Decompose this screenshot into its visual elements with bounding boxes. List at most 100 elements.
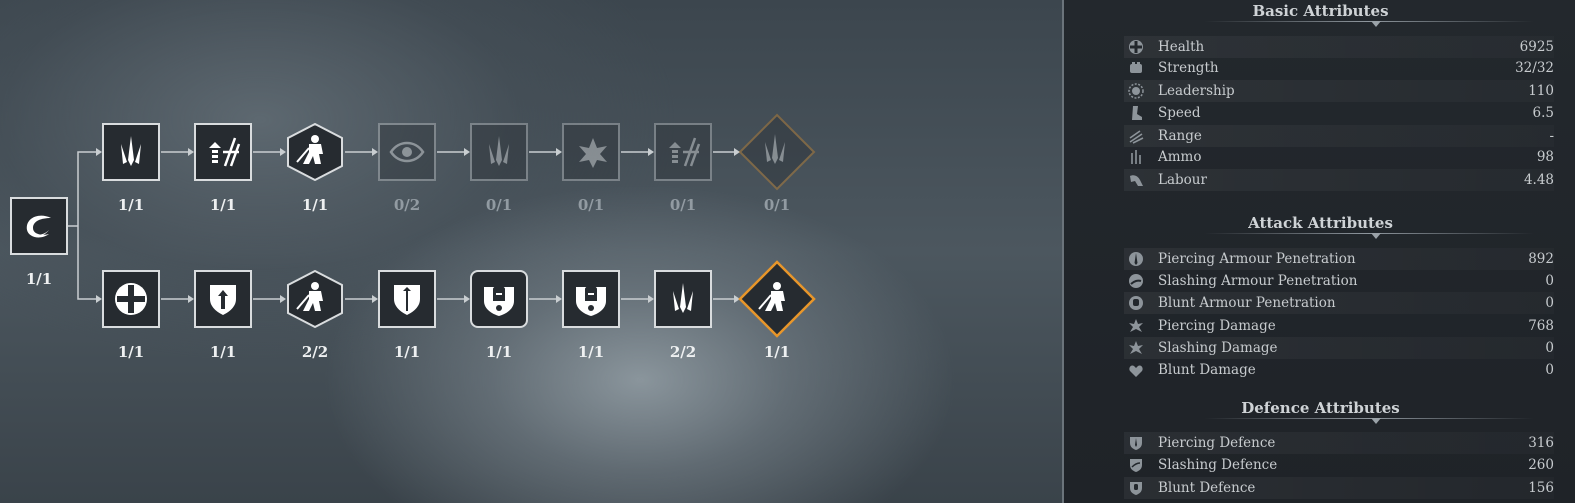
- skill-node-bottom-5[interactable]: [470, 270, 528, 328]
- tree-connectors: [68, 148, 740, 303]
- skill-node-bottom-6[interactable]: [562, 270, 620, 328]
- attr-value: 6.5: [1532, 105, 1554, 121]
- attr-label: Blunt Armour Penetration: [1158, 295, 1336, 311]
- health-cross-icon: [1129, 40, 1143, 54]
- basic-attributes-header: Basic Attributes: [1064, 2, 1575, 27]
- skill-node-top-3[interactable]: [286, 123, 344, 181]
- skill-node-bottom-7[interactable]: [654, 270, 712, 328]
- attr-label: Slashing Damage: [1158, 340, 1278, 356]
- skill-rank-top-6: 0/1: [577, 196, 605, 214]
- skill-rank-bottom-5: 1/1: [485, 343, 513, 361]
- skill-node-bottom-2[interactable]: [194, 270, 252, 328]
- skill-node-bottom-8[interactable]: [738, 260, 816, 338]
- attr-label: Blunt Defence: [1158, 480, 1256, 496]
- triple-spike-icon: [673, 283, 693, 313]
- skill-node-top-6[interactable]: [562, 123, 620, 181]
- attr-label: Strength: [1158, 60, 1219, 76]
- attr-value: 32/32: [1515, 60, 1554, 76]
- attr-label: Ammo: [1158, 149, 1202, 165]
- attr-value: 0: [1545, 340, 1554, 356]
- defence-attributes-header: Defence Attributes: [1064, 399, 1575, 424]
- skill-node-bottom-1[interactable]: [102, 270, 160, 328]
- attr-label: Health: [1158, 39, 1205, 55]
- skill-rank-bottom-4: 1/1: [393, 343, 421, 361]
- helmet-shield-icon: [576, 286, 606, 316]
- attr-row-piercing-defence: Piercing Defence 316: [1124, 432, 1554, 454]
- attr-value: 110: [1528, 83, 1554, 99]
- piercing-pen-icon: [1129, 252, 1143, 266]
- section-title: Basic Attributes: [1252, 2, 1389, 20]
- skill-rank-bottom-3: 2/2: [301, 343, 329, 361]
- piercing-defence-icon: [1130, 437, 1142, 450]
- knight-lunge-icon: [296, 135, 323, 164]
- strength-fist-icon: [1130, 62, 1142, 73]
- speed-boot-icon: [1132, 106, 1142, 120]
- attr-label: Piercing Damage: [1158, 318, 1276, 334]
- section-title: Defence Attributes: [1241, 399, 1400, 417]
- attr-label: Speed: [1158, 105, 1201, 121]
- skill-rank-bottom-1: 1/1: [117, 343, 145, 361]
- root-skill-rank: 1/1: [25, 270, 53, 288]
- skill-node-top-4[interactable]: [378, 123, 436, 181]
- attr-value: 0: [1545, 273, 1554, 289]
- range-arrows-icon: [1129, 130, 1144, 144]
- attr-row-leadership: Leadership 110: [1124, 80, 1554, 102]
- attr-row-blunt-defence: Blunt Defence 156: [1124, 477, 1554, 499]
- knight-lunge-icon: [758, 282, 785, 311]
- attr-value: 260: [1528, 457, 1554, 473]
- crescent-slash-icon: [26, 215, 51, 238]
- skill-rank-top-2: 1/1: [209, 196, 237, 214]
- skill-rank-top-7: 0/1: [669, 196, 697, 214]
- triple-spike-icon: [121, 136, 141, 166]
- blunt-pen-icon: [1129, 296, 1143, 310]
- slashing-damage-icon: [1129, 341, 1143, 354]
- root-skill-node[interactable]: [10, 197, 68, 255]
- attributes-panel[interactable]: Basic Attributes Health 6925 Strength 32…: [1062, 0, 1575, 503]
- skill-node-bottom-3[interactable]: [286, 270, 344, 328]
- skill-node-top-2[interactable]: [194, 123, 252, 181]
- attr-row-blunt-damage: Blunt Damage 0: [1124, 359, 1554, 381]
- attr-row-strength: Strength 32/32: [1124, 57, 1554, 79]
- attr-value: 0: [1545, 295, 1554, 311]
- attr-label: Blunt Damage: [1158, 362, 1256, 378]
- skill-node-top-5[interactable]: [470, 123, 528, 181]
- blunt-damage-icon: [1129, 365, 1143, 377]
- slashing-pen-icon: [1129, 274, 1143, 288]
- attr-label: Piercing Defence: [1158, 435, 1276, 451]
- diamond-frame: [738, 113, 816, 191]
- piercing-damage-icon: [1129, 319, 1143, 332]
- eye-icon: [389, 141, 425, 163]
- triple-spike-icon: [489, 136, 509, 166]
- attr-label: Labour: [1158, 172, 1207, 188]
- triple-spike-icon: [765, 134, 785, 164]
- shield-arrow-icon: [394, 285, 420, 315]
- attr-row-speed: Speed 6.5: [1124, 102, 1554, 124]
- skill-node-top-8[interactable]: [738, 113, 816, 191]
- attr-value: 768: [1528, 318, 1554, 334]
- attr-row-slashing-pen: Slashing Armour Penetration 0: [1124, 270, 1554, 292]
- skill-node-top-7[interactable]: [654, 123, 712, 181]
- attr-label: Slashing Armour Penetration: [1158, 273, 1358, 289]
- ammo-bars-icon: [1131, 150, 1141, 164]
- arrows-up-icon: [669, 137, 701, 167]
- skill-tree: 1/1: [10, 113, 816, 361]
- attr-value: 156: [1528, 480, 1554, 496]
- attr-value: -: [1549, 128, 1554, 144]
- blunt-defence-icon: [1130, 482, 1142, 495]
- attr-label: Leadership: [1158, 83, 1235, 99]
- arrows-up-icon: [209, 137, 241, 167]
- attr-row-piercing-pen: Piercing Armour Penetration 892: [1124, 248, 1554, 270]
- attr-row-health: Health 6925: [1124, 36, 1554, 58]
- slashing-defence-icon: [1130, 459, 1142, 472]
- attr-row-ammo: Ammo 98: [1124, 146, 1554, 168]
- labour-icon: [1130, 175, 1143, 186]
- attr-row-blunt-pen: Blunt Armour Penetration 0: [1124, 292, 1554, 314]
- skill-node-top-1[interactable]: [102, 123, 160, 181]
- attr-row-piercing-damage: Piercing Damage 768: [1124, 315, 1554, 337]
- knight-lunge-icon: [296, 282, 323, 311]
- attr-row-slashing-defence: Slashing Defence 260: [1124, 454, 1554, 476]
- shield-up-icon: [210, 285, 236, 315]
- skill-rank-bottom-7: 2/2: [669, 343, 697, 361]
- attr-value: 0: [1545, 362, 1554, 378]
- skill-node-bottom-4[interactable]: [378, 270, 436, 328]
